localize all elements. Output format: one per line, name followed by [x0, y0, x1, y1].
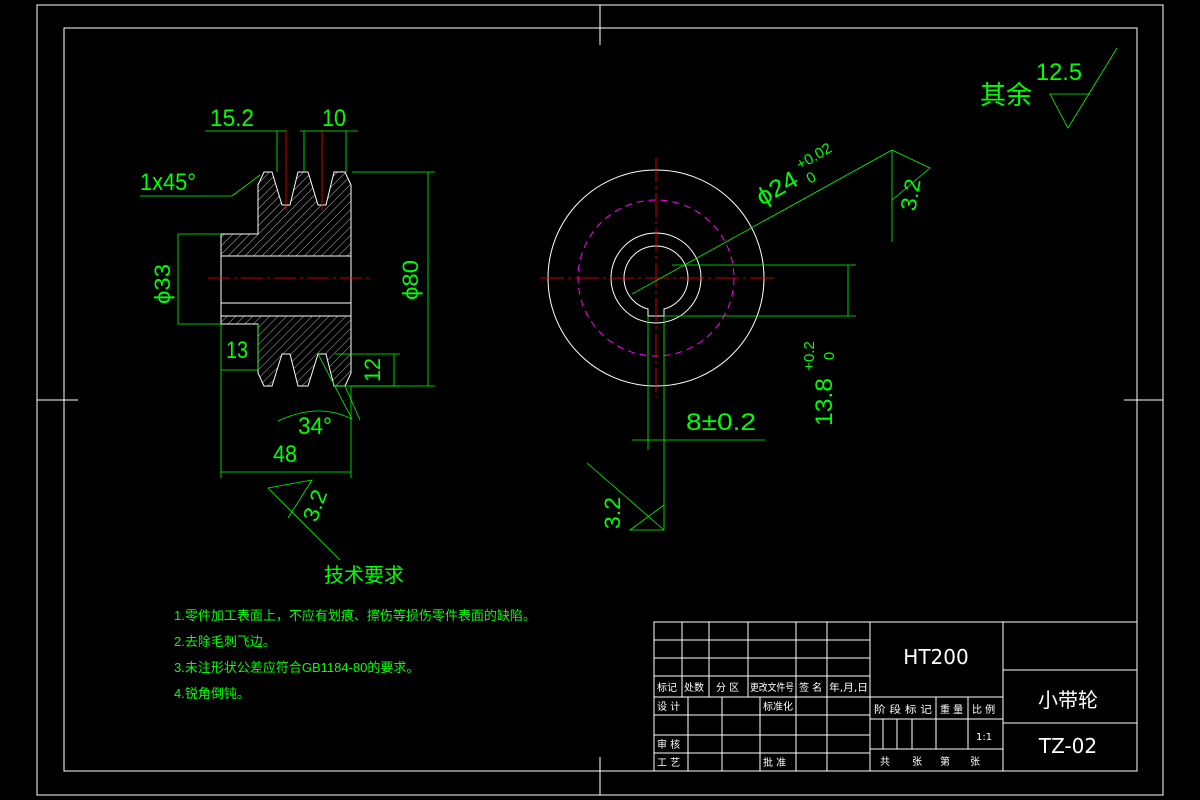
- row-label-change-doc: 更改文件号: [750, 681, 794, 694]
- dim-key-width: 8±0.2: [686, 409, 756, 436]
- material-label: HT200: [903, 645, 968, 669]
- section-view: 15.2 10 1x45° ϕ33 ϕ80 13 12 34° 48 3.2: [140, 105, 435, 561]
- scale-value: 1:1: [976, 732, 992, 743]
- dim-bore-tol-upper: +0.02: [794, 140, 835, 174]
- label-stage-mark: 阶 段 标 记: [874, 703, 932, 716]
- row-label-count: 处数: [684, 681, 704, 694]
- label-sheet-unit: 张: [970, 756, 980, 768]
- row-label-sign: 签 名: [799, 681, 822, 694]
- section-dimension-lines: [140, 130, 435, 561]
- dim-outer-dia: ϕ80: [398, 260, 423, 300]
- roughness-bore-value: 3.2: [600, 497, 625, 529]
- row-label-mark: 标记: [657, 682, 677, 694]
- dim-key-tol-lower: 0: [821, 352, 838, 360]
- row-label-zone: 分 区: [716, 682, 739, 694]
- roughness-other-label: 其余: [980, 80, 1032, 110]
- drawing-number: TZ-02: [1038, 734, 1097, 758]
- part-name: 小带轮: [1038, 688, 1098, 712]
- bore-keyway: [623, 245, 689, 317]
- label-design: 设 计: [657, 700, 680, 713]
- dim-bore-dia: ϕ33: [150, 264, 175, 304]
- dim-bore-tol-lower: 0: [804, 169, 820, 188]
- label-standardize: 标准化: [763, 700, 793, 713]
- section-bore: [220, 234, 352, 324]
- label-approve: 批 准: [763, 756, 786, 769]
- row-label-date: 年,月,日: [829, 681, 868, 694]
- tech-requirement-3: 3.未注形状公差应符合GB1184-80的要求。: [174, 660, 419, 675]
- dim-bore: ϕ24: [752, 166, 804, 211]
- label-scale: 比 例: [972, 703, 995, 716]
- dim-hub-len: 13: [226, 337, 248, 364]
- tech-requirement-2: 2.去除毛刺飞边。: [174, 634, 276, 649]
- dim-chamfer: 1x45°: [140, 169, 196, 196]
- label-review: 审 核: [657, 738, 680, 751]
- front-dimension-lines: [586, 47, 1118, 531]
- label-sheets-unit: 张: [912, 756, 922, 768]
- section-top-half: [220, 171, 352, 257]
- tech-requirement-4: 4.锐角倒钝。: [174, 686, 250, 701]
- tech-requirements: 技术要求 1.零件加工表面上，不应有划痕、擦伤等损伤零件表面的缺陷。 2.去除毛…: [174, 564, 536, 701]
- label-weight: 重 量: [940, 703, 963, 716]
- label-process: 工 艺: [657, 757, 680, 769]
- drawing-frame: [36, 4, 1164, 796]
- title-block: HT200 小带轮 TZ-02 标记 处数 分 区 更改文件号 签 名 年,月,…: [653, 621, 1138, 772]
- tech-requirement-1: 1.零件加工表面上，不应有划痕、擦伤等损伤零件表面的缺陷。: [174, 608, 536, 623]
- dim-key-depth: 13.8: [811, 378, 838, 426]
- dim-total-width: 48: [273, 441, 297, 468]
- roughness-top-value: 3.2: [896, 177, 926, 213]
- dim-groove-depth: 12: [360, 358, 385, 382]
- label-sheets-total: 共: [880, 756, 890, 768]
- dim-groove-top: 10: [322, 105, 346, 132]
- front-view: ϕ24 +0.02 0 3.2 8±0.2 13.8 +0.2 0 3.2 其余…: [540, 47, 1118, 531]
- dim-groove-angle: 34°: [298, 413, 332, 440]
- dim-key-tol-upper: +0.2: [801, 341, 818, 371]
- label-sheet-no: 第: [940, 755, 950, 768]
- tech-requirements-title: 技术要求: [324, 564, 404, 587]
- roughness-other-value: 12.5: [1036, 59, 1082, 86]
- roughness-side-value: 3.2: [298, 486, 332, 525]
- dim-groove-pitch: 15.2: [210, 105, 254, 132]
